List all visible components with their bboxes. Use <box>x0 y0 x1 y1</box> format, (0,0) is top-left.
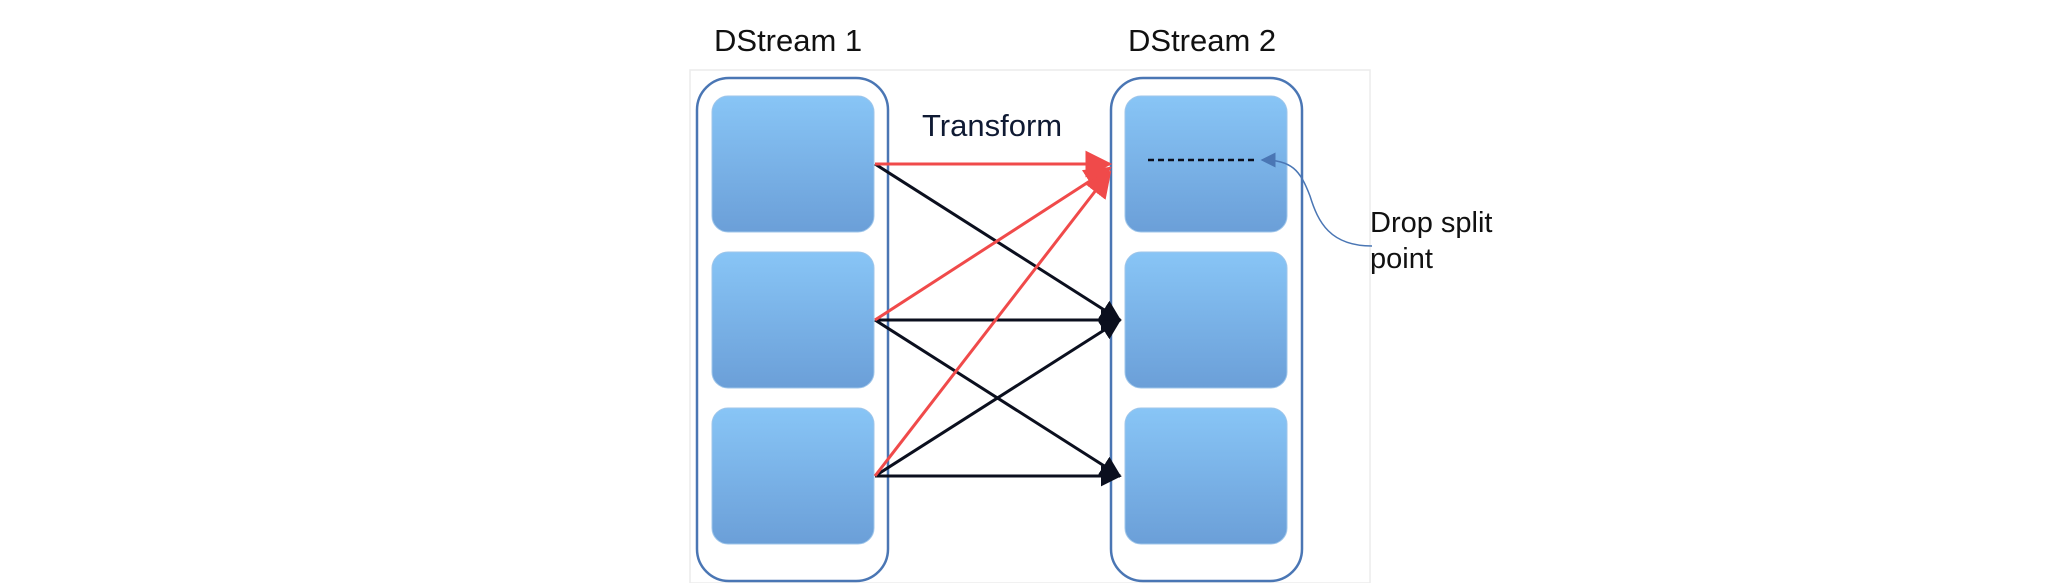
dstream-2-partition <box>1124 95 1288 233</box>
dstream-1-partition <box>711 407 875 545</box>
annotation-line: Drop split <box>1370 207 1493 239</box>
dstream-2-title: DStream 2 <box>1128 23 1277 58</box>
dstream-1-partition <box>711 95 875 233</box>
drop-split-point-annotation: Drop split point <box>1370 205 1560 278</box>
annotation-callout-line <box>1260 152 1373 247</box>
dstream-1-partition <box>711 251 875 389</box>
transform-edge <box>874 318 1122 478</box>
dstream-2-partition <box>1124 407 1288 545</box>
dstream-2-partition <box>1124 251 1288 389</box>
background-frame <box>689 69 1371 583</box>
transform-edge-highlight <box>874 166 1112 322</box>
annotation-line: point <box>1370 243 1433 276</box>
transform-edge-highlight <box>873 170 1112 477</box>
transform-label: Transform <box>922 108 1063 143</box>
dstream-1-title: DStream 1 <box>714 23 863 58</box>
